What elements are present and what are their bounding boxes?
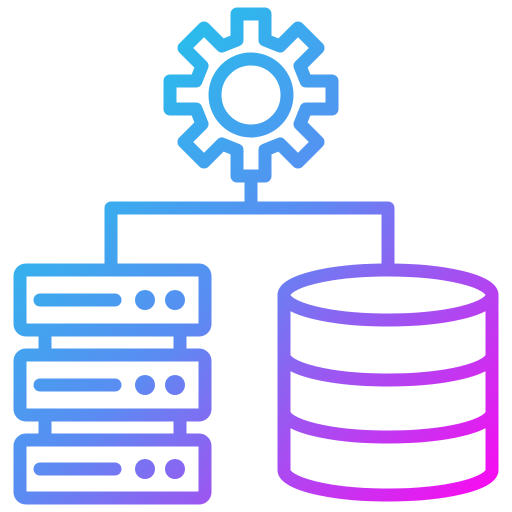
- connector-bar: [104, 201, 395, 275]
- server-lights: [135, 290, 185, 479]
- status-light: [165, 375, 185, 395]
- status-light: [165, 459, 185, 479]
- gear-outline: [163, 7, 339, 183]
- status-light: [135, 459, 155, 479]
- gear-icon: [163, 7, 339, 183]
- gear-hole: [208, 52, 294, 138]
- database-top: [277, 263, 499, 327]
- server-rack-icon: [13, 263, 212, 505]
- database-ring-2: [277, 405, 499, 444]
- status-light: [165, 290, 185, 310]
- database-ring-1: [277, 348, 499, 387]
- connector-lines: [104, 169, 395, 275]
- status-light: [135, 290, 155, 310]
- server-unit-middle: [13, 348, 212, 422]
- server-unit-bottom: [13, 433, 212, 505]
- database-cylinder-icon: [277, 263, 499, 502]
- database-body: [277, 288, 499, 502]
- server-unit-top: [13, 263, 212, 337]
- status-light: [135, 375, 155, 395]
